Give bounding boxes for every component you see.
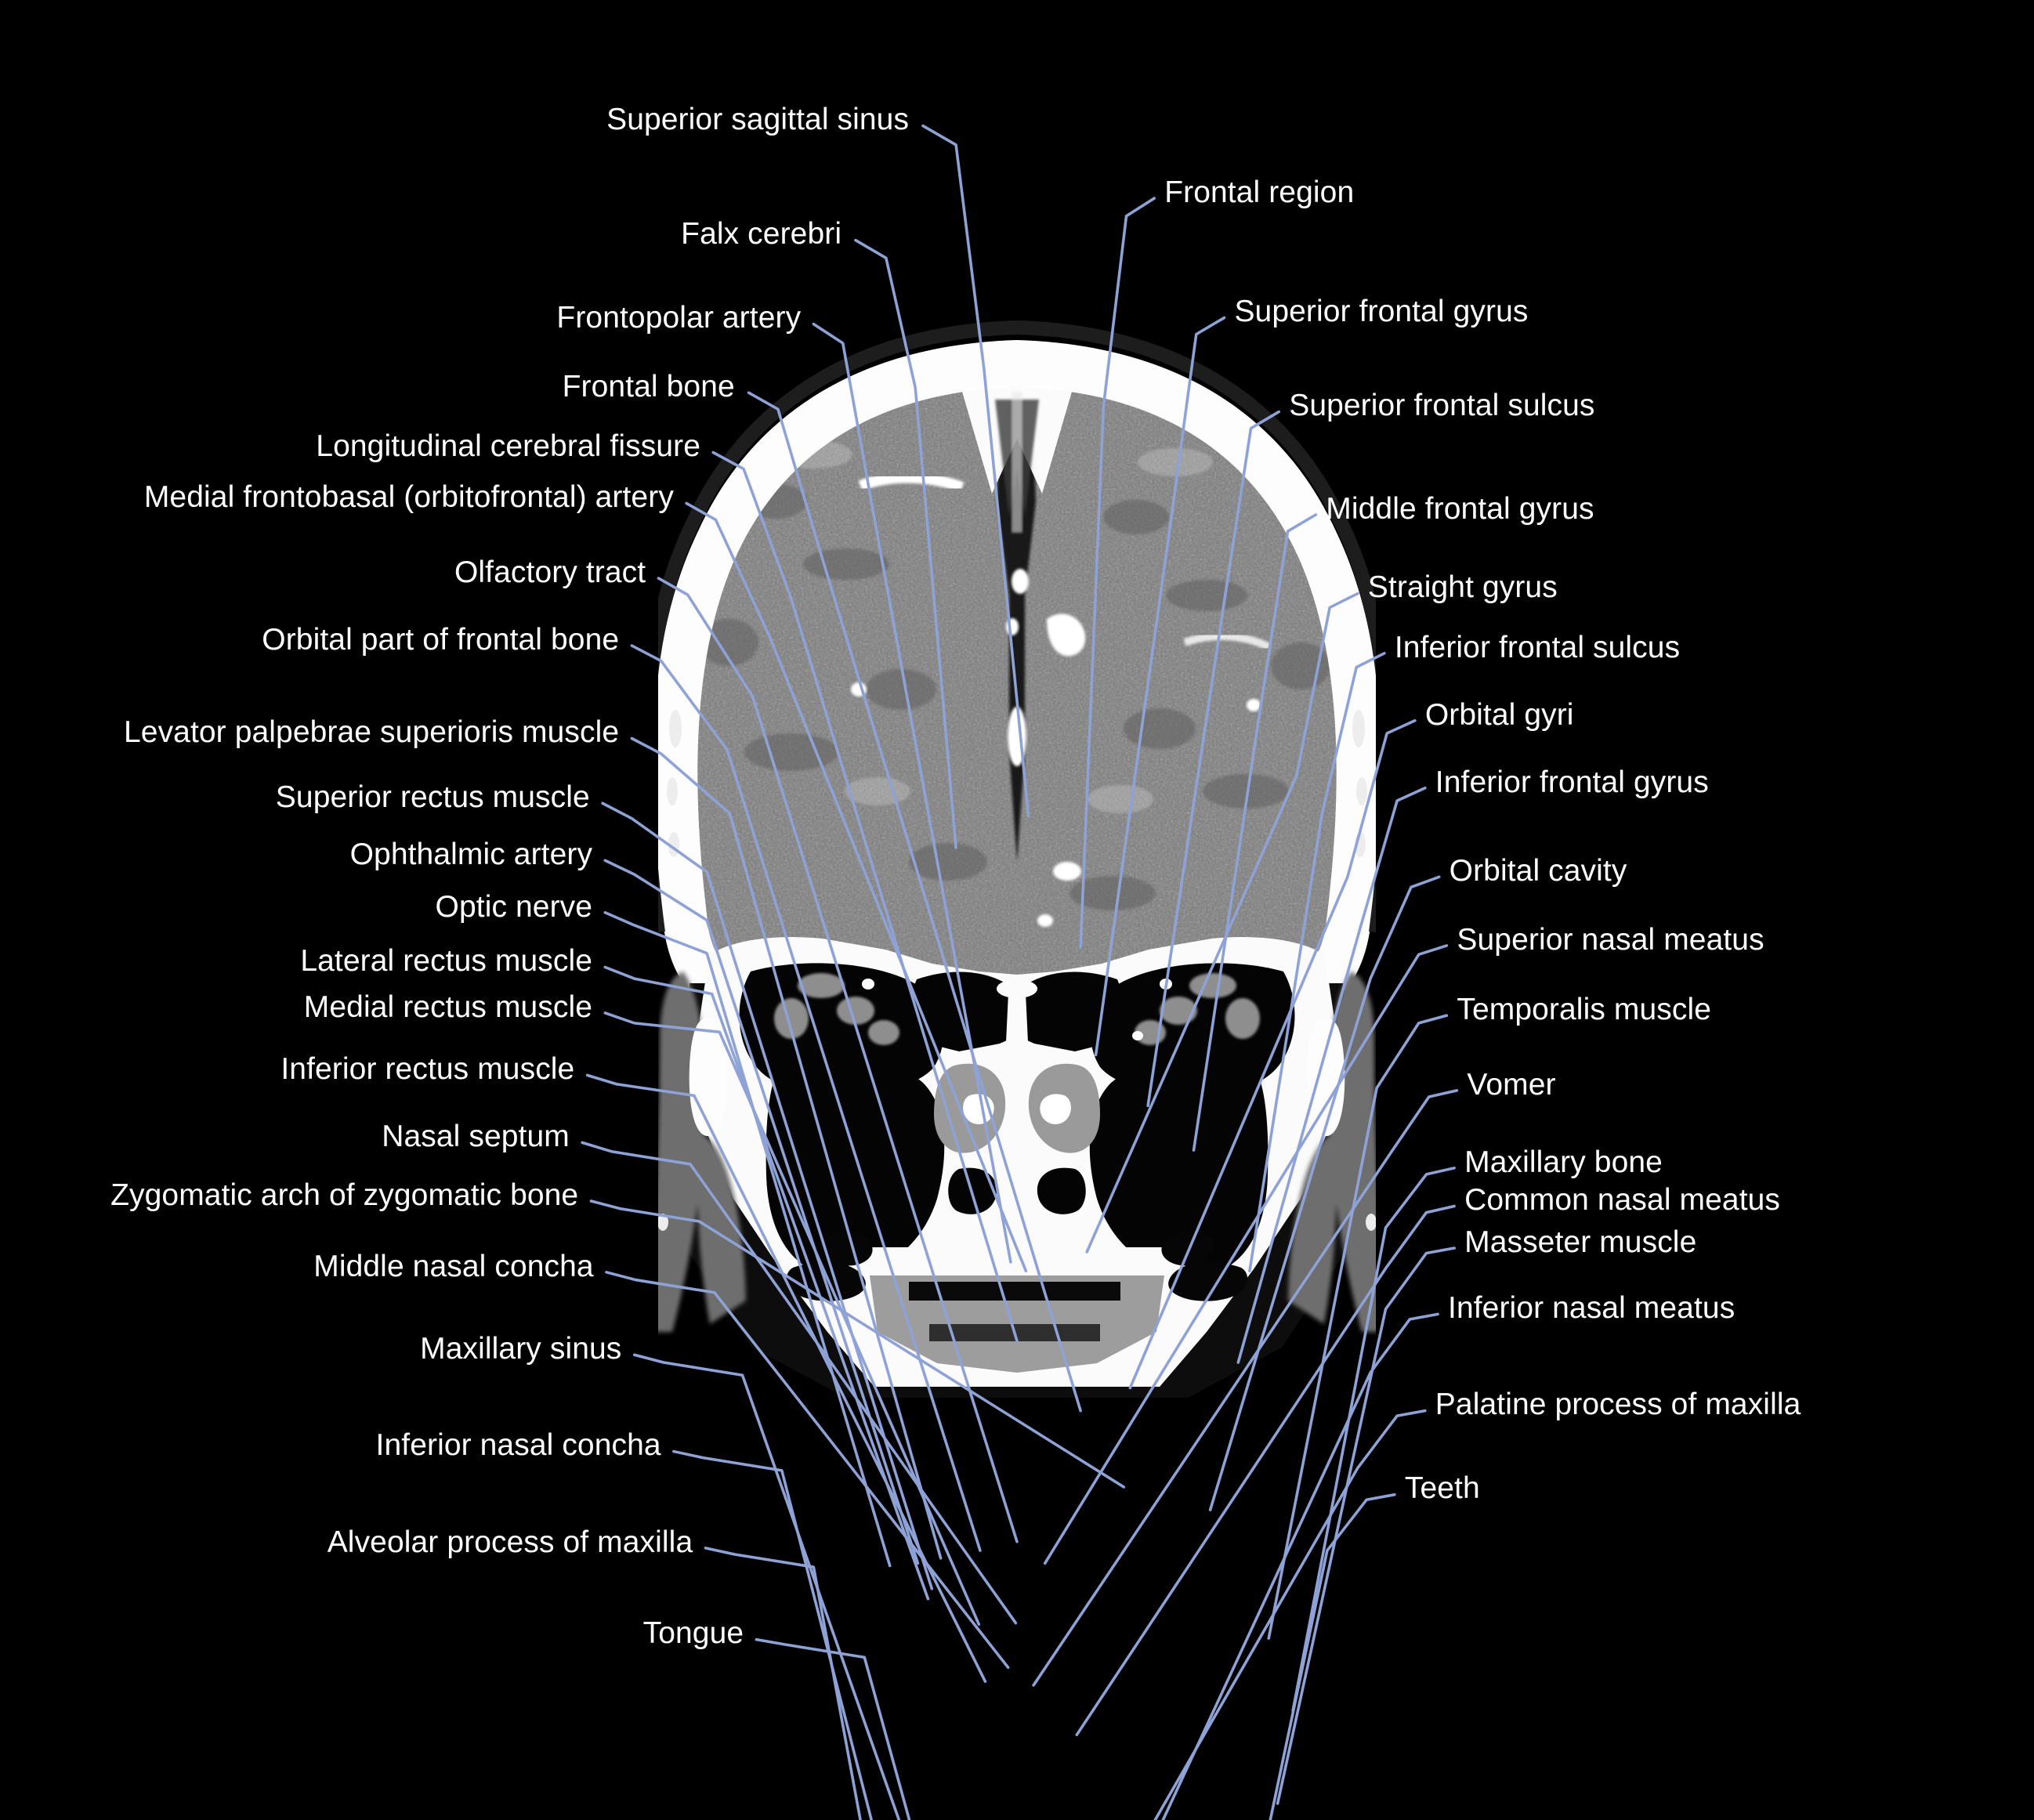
anatomy-label: Orbital part of frontal bone	[262, 622, 620, 657]
anatomy-label: Zygomatic arch of zygomatic bone	[110, 1178, 579, 1212]
leader-line	[704, 1547, 862, 1820]
anatomy-label: Olfactory tract	[454, 555, 646, 589]
anatomy-label: Frontopolar artery	[556, 301, 802, 335]
anatomy-label: Inferior rectus muscle	[280, 1052, 575, 1087]
anatomy-label: Orbital gyri	[1424, 697, 1574, 732]
anatomy-label: Vomer	[1467, 1067, 1556, 1102]
leader-line	[1153, 1409, 1427, 1820]
leader-line	[755, 1637, 911, 1820]
anatomy-label: Tongue	[642, 1616, 744, 1651]
anatomy-label: Frontal region	[1164, 175, 1355, 209]
anatomy-label: Inferior frontal sulcus	[1394, 630, 1681, 664]
anatomy-label: Nasal septum	[382, 1120, 570, 1154]
anatomy-label: Ophthalmic artery	[349, 837, 593, 871]
anatomy-label: Superior rectus muscle	[275, 780, 590, 814]
anatomy-label: Frontal bone	[562, 370, 735, 404]
anatomy-label: Superior nasal meatus	[1457, 922, 1764, 957]
anatomy-label: Inferior frontal gyrus	[1435, 765, 1709, 799]
anatomy-label: Masseter muscle	[1464, 1225, 1697, 1259]
anatomy-label: Maxillary sinus	[420, 1332, 622, 1366]
anatomy-label: Alveolar process of maxilla	[327, 1525, 693, 1559]
anatomy-label: Lateral rectus muscle	[300, 944, 593, 979]
anatomy-label: Maxillary bone	[1464, 1145, 1663, 1179]
anatomy-label: Temporalis muscle	[1457, 992, 1712, 1026]
leader-line	[632, 1353, 901, 1820]
anatomy-label: Middle nasal concha	[313, 1249, 594, 1283]
anatomy-label: Longitudinal cerebral fissure	[316, 429, 700, 464]
anatomy-label: Orbital cavity	[1449, 854, 1627, 888]
anatomy-label: Optic nerve	[435, 889, 593, 924]
anatomy-label: Middle frontal gyrus	[1326, 491, 1594, 526]
anatomy-label: Superior frontal gyrus	[1234, 295, 1529, 329]
anatomy-label: Falx cerebri	[681, 217, 842, 251]
anatomy-label: Superior frontal sulcus	[1289, 389, 1595, 423]
anatomy-label: Inferior nasal concha	[375, 1428, 661, 1463]
ct-scan-image	[0, 0, 2034, 1398]
anatomy-label: Inferior nasal meatus	[1448, 1291, 1735, 1326]
anatomy-label: Straight gyrus	[1367, 570, 1558, 605]
anatomy-label: Common nasal meatus	[1464, 1183, 1781, 1218]
anatomy-label: Teeth	[1404, 1471, 1480, 1506]
anatomy-label: Palatine process of maxilla	[1435, 1388, 1801, 1422]
leader-line	[1269, 1493, 1396, 1820]
anatomy-label: Superior sagittal sinus	[606, 103, 910, 137]
anatomy-label: Medial frontobasal (orbitofrontal) arter…	[143, 480, 674, 515]
anatomy-label: Levator palpebrae superioris muscle	[123, 715, 620, 750]
anatomy-label: Medial rectus muscle	[303, 990, 593, 1024]
